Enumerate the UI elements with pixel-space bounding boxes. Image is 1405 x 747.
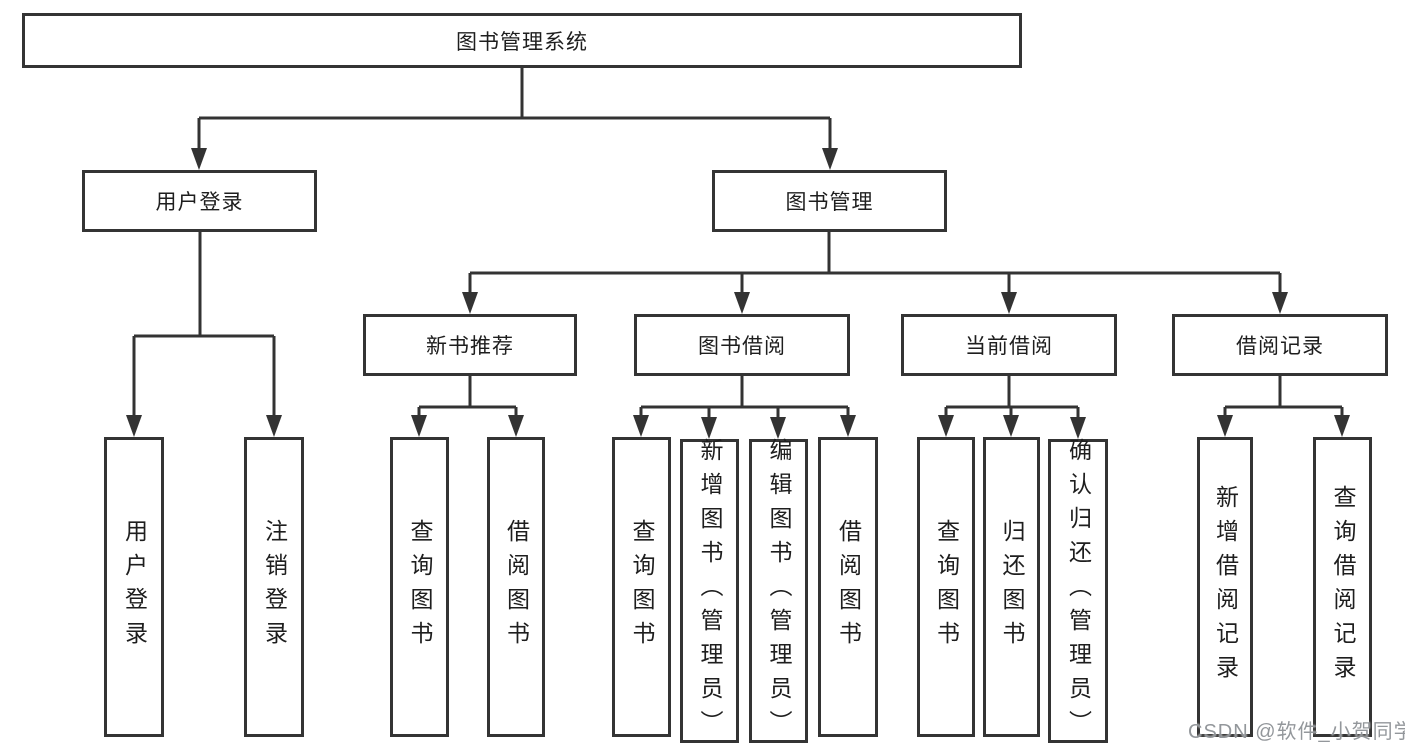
leaf-query-books-3: 查询图书 [917,437,975,737]
leaf-edit-books-admin: 编辑图书（管理员） [749,438,808,744]
node-label: 图书管理系统 [456,30,588,54]
node-label: 注销登录 [261,519,288,655]
node-new-book-recommendation: 新书推荐 [363,314,577,376]
leaf-borrow-books-2: 借阅图书 [818,437,878,737]
node-label: 新书推荐 [426,335,514,358]
node-label: 查询图书 [629,519,655,655]
node-label: 查询借阅记录 [1330,485,1356,689]
node-label: 用户登录 [155,191,244,214]
node-label: 当前借阅 [965,335,1053,358]
node-borrowing-records: 借阅记录 [1172,314,1388,376]
node-label: 确认归还（管理员） [1065,438,1092,744]
leaf-user-login: 用户登录 [104,437,164,737]
leaf-add-books-admin: 新增图书（管理员） [680,438,739,744]
node-book-borrowing: 图书借阅 [634,314,850,376]
node-library-management-system: 图书管理系统 [22,13,1022,68]
node-label: 图书借阅 [698,335,786,358]
node-current-borrowing: 当前借阅 [901,314,1117,376]
node-label: 借阅记录 [1236,335,1324,358]
leaf-query-borrow-record: 查询借阅记录 [1313,437,1372,737]
leaf-logout: 注销登录 [244,437,304,737]
watermark: CSDN @软件_小贺同学 [1188,721,1405,743]
node-label: 归还图书 [999,519,1025,655]
node-label: 图书管理 [785,191,874,214]
node-label: 新增借阅记录 [1212,485,1239,689]
node-label: 查询图书 [407,519,433,655]
node-label: 编辑图书（管理员） [766,438,792,744]
node-label: 新增图书（管理员） [697,438,723,744]
leaf-confirm-return-admin: 确认归还（管理员） [1048,438,1108,744]
node-label: 用户登录 [121,519,148,655]
node-label: 查询图书 [933,519,960,655]
node-label: 借阅图书 [503,519,530,655]
leaf-query-books-2: 查询图书 [612,437,671,737]
node-book-management: 图书管理 [712,170,947,232]
arrowheads [126,148,1350,439]
leaf-add-borrow-record: 新增借阅记录 [1197,437,1253,737]
node-label: 借阅图书 [835,519,862,655]
node-user-login: 用户登录 [82,170,317,232]
leaf-borrow-books-1: 借阅图书 [487,437,545,737]
leaf-return-books: 归还图书 [983,437,1040,737]
leaf-query-books-1: 查询图书 [390,437,449,737]
